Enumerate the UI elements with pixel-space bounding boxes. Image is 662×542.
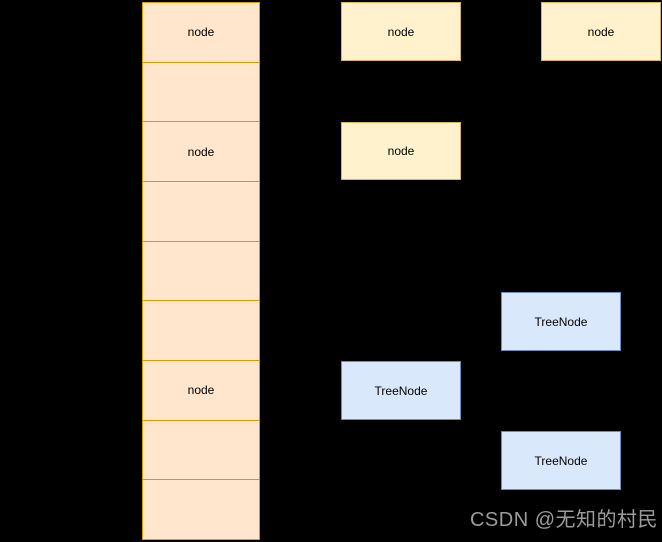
array-cell: node [143,361,259,421]
array-stack: node node node [142,2,260,540]
array-cell [143,480,259,539]
array-cell [143,242,259,302]
treenode-box-middle: TreeNode [341,361,461,420]
array-cell [143,182,259,242]
treenode-box-right-upper: TreeNode [501,292,621,351]
node-box-top-right: node [541,2,661,61]
node-box-top-middle: node [341,2,461,61]
node-box-middle: node [341,122,461,180]
array-cell [143,301,259,362]
array-cell [143,421,259,481]
treenode-box-right-lower: TreeNode [501,431,621,490]
array-cell: node [143,122,259,183]
array-cell: node [143,3,259,63]
array-cell [143,63,259,123]
csdn-watermark: CSDN @无知的村民 [469,509,658,531]
